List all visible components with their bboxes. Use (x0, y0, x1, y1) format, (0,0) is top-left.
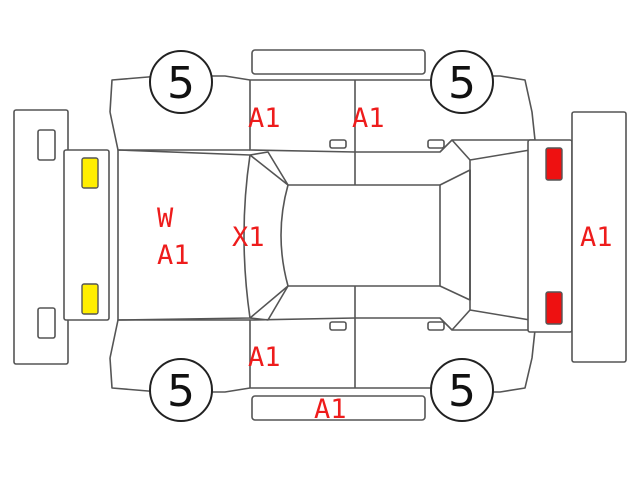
tire-front-right: 5 (149, 358, 213, 422)
mark-roof-left: A1 (248, 103, 281, 134)
front-lamp-bottom (81, 283, 99, 315)
tire-rear-left-label: 5 (448, 58, 476, 109)
tire-front-left: 5 (149, 50, 213, 114)
tire-rear-right-label: 5 (448, 366, 476, 417)
mark-door-bottom: A1 (248, 342, 281, 373)
windshield (249, 154, 289, 319)
rear-lamp-top (545, 147, 563, 181)
body-side-bottom (109, 329, 536, 393)
tire-front-left-label: 5 (167, 58, 195, 109)
hood (117, 149, 251, 321)
tire-front-right-label: 5 (167, 366, 195, 417)
rear-lamps (527, 139, 573, 333)
rear-window (469, 149, 531, 321)
sill-panel-bottom (251, 395, 426, 421)
tire-rear-left: 5 (430, 50, 494, 114)
front-lamp-top (81, 157, 99, 189)
mark-roof-right: A1 (352, 103, 385, 134)
roof (288, 184, 441, 287)
tire-rear-right: 5 (430, 358, 494, 422)
front-lamps (63, 149, 110, 321)
mark-windshield: X1 (232, 222, 265, 253)
rear-bumper (571, 111, 627, 363)
front-bumper (13, 109, 69, 365)
rear-lamp-bottom (545, 291, 563, 325)
mark-sill-bottom: A1 (314, 394, 347, 425)
mark-rear: A1 (580, 222, 613, 253)
mark-hood-a: A1 (157, 240, 190, 271)
body-side-top (109, 75, 536, 141)
roof-panel-top (251, 49, 426, 75)
mark-hood-w: W (157, 203, 174, 234)
